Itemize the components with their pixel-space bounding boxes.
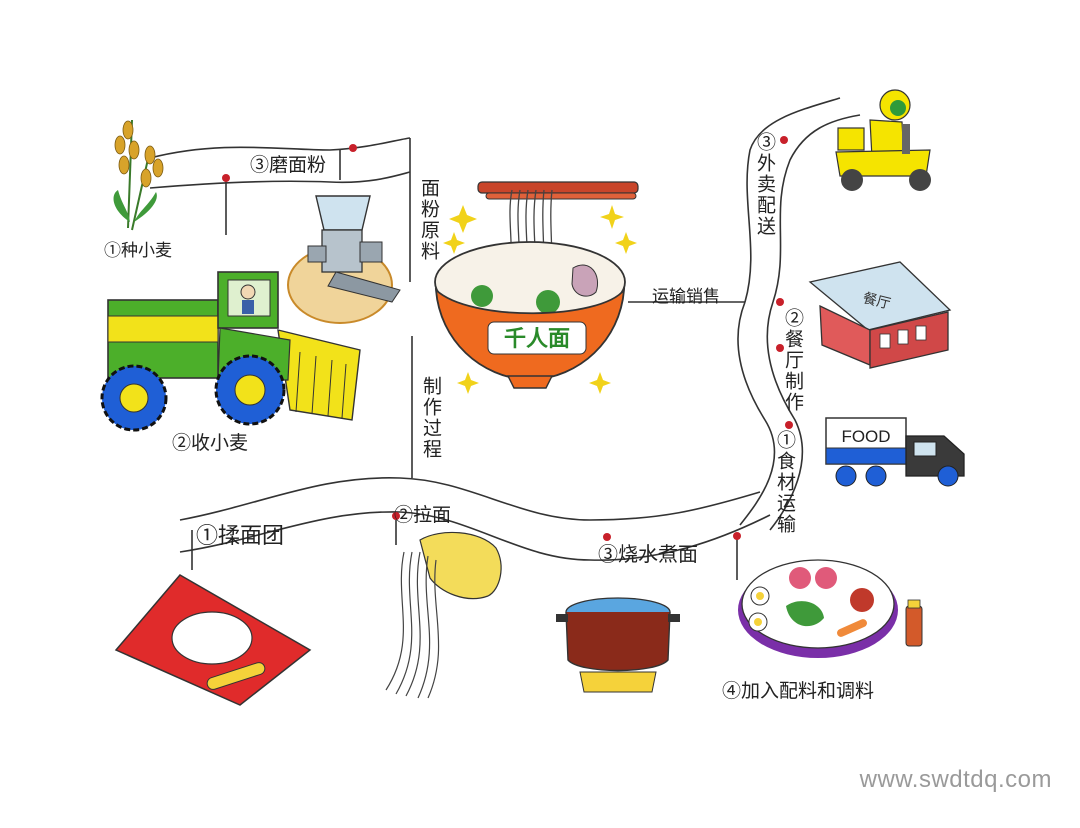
wheat-illustration	[113, 119, 164, 231]
harvester-illustration	[100, 271, 361, 432]
ingredients-plate-illustration	[738, 559, 923, 658]
boiling-pot-illustration	[556, 597, 680, 693]
process-step-knead: ①揉面团	[196, 524, 285, 549]
delivery-scooter-illustration	[835, 89, 931, 191]
noodle-bowl-illustration: 千人面	[434, 181, 639, 394]
truck-sign: FOOD	[841, 427, 890, 446]
process-step-season: ④加入配料和调料	[722, 680, 875, 702]
process-step-boil: ③烧水煮面	[598, 542, 698, 566]
sales-step-transport: ①食材运输	[774, 430, 796, 535]
food-truck-illustration: FOOD	[825, 417, 965, 487]
restaurant-illustration: 餐厅	[808, 261, 952, 369]
dough-mat-illustration	[114, 574, 312, 706]
bowl-label: 千人面	[504, 326, 570, 352]
flour-step-plant: ①种小麦	[104, 241, 172, 261]
pulled-noodles-illustration	[385, 531, 502, 699]
branch-flour: 面粉原料	[418, 178, 440, 262]
sales-step-delivery: ③外卖配送	[754, 132, 776, 237]
connector-lines	[149, 97, 861, 580]
watermark: www.swdtdq.com	[859, 766, 1052, 793]
flour-mill-illustration	[287, 195, 401, 324]
branch-process: 制作过程	[420, 376, 442, 460]
flour-step-mill: ③磨面粉	[250, 154, 327, 176]
restaurant-sign: 餐厅	[861, 290, 892, 312]
process-step-pull: ②拉面	[394, 504, 452, 526]
branch-sales: 运输销售	[652, 287, 720, 307]
sales-step-restaurant: ②餐厅制作	[782, 308, 804, 413]
pin-markers	[222, 136, 793, 541]
flour-step-harvest: ②收小麦	[172, 432, 249, 454]
